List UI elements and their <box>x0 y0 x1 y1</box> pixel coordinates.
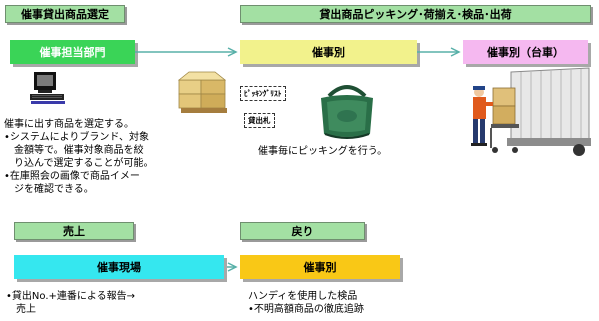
box-department: 催事担当部門 <box>10 40 135 64</box>
sales-description: •貸出No.+連番による報告→ 売上 <box>6 291 135 315</box>
arrow-event-to-cart <box>417 47 461 57</box>
arrow-site-to-return <box>224 262 238 272</box>
product-boxes-icon <box>177 71 227 113</box>
picking-list-tag: ﾋﾟｯｷﾝｸﾞﾘｽﾄ <box>240 86 286 101</box>
computer-icon <box>30 72 65 104</box>
shopping-bag-icon <box>321 85 373 139</box>
truck-worker-icon <box>471 67 591 156</box>
box-by-event-cart: 催事別（台車） <box>463 40 588 64</box>
header-return: 戻り <box>240 222 365 240</box>
box-by-event: 催事別 <box>240 40 417 64</box>
header-select: 催事貸出商品選定 <box>5 5 125 23</box>
lending-tag: 貸出札 <box>244 113 275 128</box>
picking-description: 催事毎にピッキングを行う。 <box>258 146 388 157</box>
return-description: ハンディを使用した検品 •不明高額商品の徹底追跡 <box>248 291 364 315</box>
select-description: 催事に出す商品を選定する。 •システムによりブランド、対象 金額等で。催事対象商… <box>4 119 154 195</box>
header-sales: 売上 <box>14 222 134 240</box>
header-picking: 貸出商品ピッキング･荷揃え･検品･出荷 <box>240 5 591 23</box>
arrow-dept-to-event <box>135 47 238 57</box>
box-event-site: 催事現場 <box>14 255 224 279</box>
box-return-by-event: 催事別 <box>240 255 400 279</box>
